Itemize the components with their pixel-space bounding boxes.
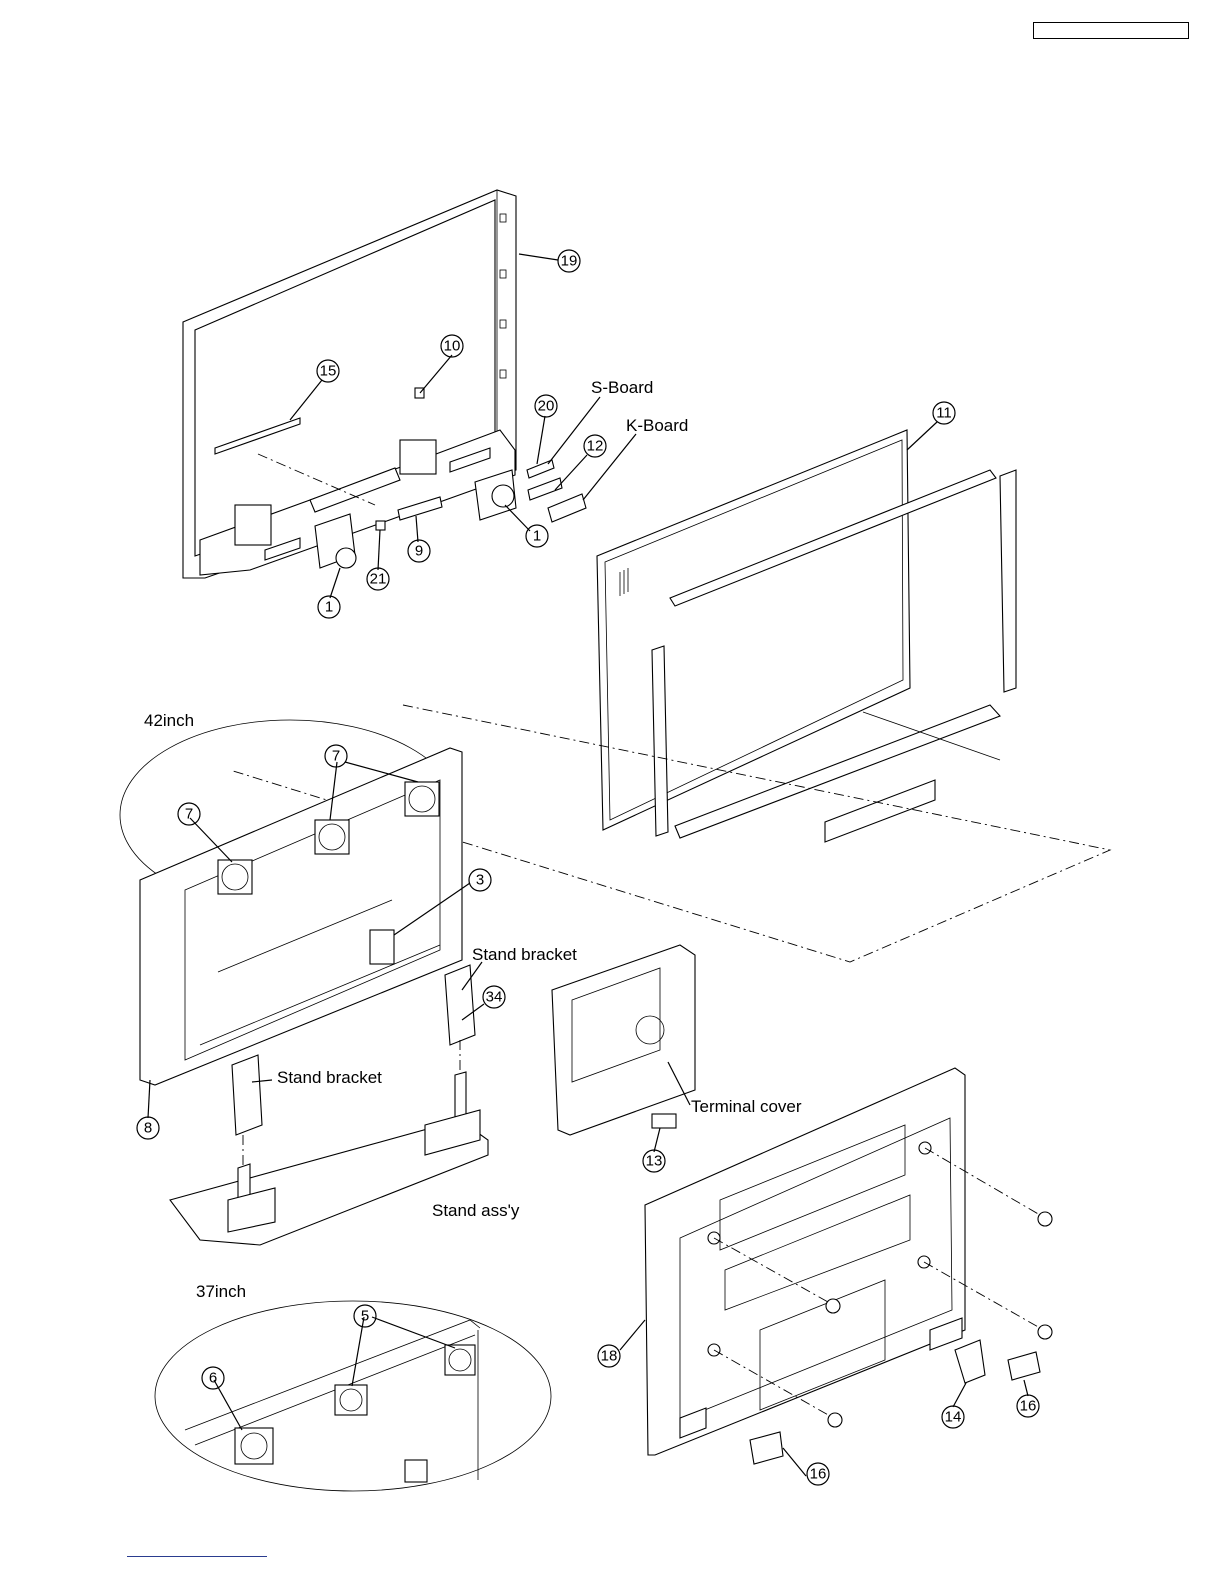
svg-text:18: 18: [601, 1348, 618, 1365]
svg-text:10: 10: [444, 338, 461, 355]
svg-text:12: 12: [587, 438, 604, 455]
part-14: [955, 1340, 985, 1383]
callout-34: 34: [483, 986, 505, 1008]
svg-text:34: 34: [486, 989, 503, 1006]
callout-5: 5: [354, 1305, 376, 1327]
svg-text:16: 16: [810, 1466, 827, 1483]
chassis-frame: [140, 748, 462, 1085]
part-12: [528, 478, 562, 500]
screw-cap-3: [1038, 1325, 1052, 1339]
svg-text:13: 13: [646, 1153, 663, 1170]
terminal-assembly: [552, 945, 695, 1135]
stand-bracket-left: [232, 1055, 262, 1135]
callout-21: 21: [367, 568, 389, 590]
label-terminal-cover: Terminal cover: [691, 1097, 802, 1116]
rear-cover: [645, 1068, 965, 1455]
callout-13: 13: [643, 1150, 665, 1172]
label-s-board: S-Board: [591, 378, 653, 397]
s-board-part: [527, 460, 554, 478]
svg-text:20: 20: [538, 398, 555, 415]
svg-text:8: 8: [144, 1120, 152, 1137]
callout-10: 10: [441, 335, 463, 357]
svg-text:1: 1: [325, 599, 333, 616]
label-stand-bracket-lower: Stand bracket: [277, 1068, 382, 1087]
callout-8: 8: [137, 1117, 159, 1139]
callout-16-left: 16: [807, 1463, 829, 1485]
filter-glass: [597, 430, 910, 830]
stand-bracket-right: [445, 965, 475, 1045]
svg-text:1: 1: [533, 528, 541, 545]
svg-text:16: 16: [1020, 1398, 1037, 1415]
label-k-board: K-Board: [626, 416, 688, 435]
callout-6: 6: [202, 1367, 224, 1389]
svg-text:9: 9: [415, 543, 423, 560]
callout-7-left: 7: [178, 803, 200, 825]
k-board-part: [548, 494, 586, 522]
svg-text:14: 14: [945, 1409, 962, 1426]
callout-14: 14: [942, 1406, 964, 1428]
screw-cap-1: [1038, 1212, 1052, 1226]
svg-text:21: 21: [370, 571, 387, 588]
part-16-right: [1008, 1352, 1040, 1380]
callout-12: 12: [584, 435, 606, 457]
callout-1-left: 1: [318, 596, 340, 618]
svg-text:19: 19: [561, 253, 578, 270]
screw-cap-2: [826, 1299, 840, 1313]
callout-18: 18: [598, 1345, 620, 1367]
callout-7-center: 7: [325, 745, 347, 767]
svg-text:3: 3: [476, 872, 484, 889]
chassis-37-detail: [185, 1320, 480, 1482]
svg-text:11: 11: [936, 405, 952, 422]
part-21: [376, 521, 385, 530]
callout-9: 9: [408, 540, 430, 562]
callout-1-right: 1: [526, 525, 548, 547]
label-stand-assy: Stand ass'y: [432, 1201, 520, 1220]
callout-15: 15: [317, 360, 339, 382]
label-stand-bracket-upper: Stand bracket: [472, 945, 577, 964]
label-42inch: 42inch: [144, 711, 194, 730]
svg-text:6: 6: [209, 1370, 217, 1387]
part-16-left: [750, 1432, 783, 1464]
callout-3: 3: [469, 869, 491, 891]
svg-text:5: 5: [361, 1308, 369, 1325]
callout-20: 20: [535, 395, 557, 417]
callout-16-right: 16: [1017, 1395, 1039, 1417]
svg-text:7: 7: [185, 806, 193, 823]
label-37inch: 37inch: [196, 1282, 246, 1301]
callout-19: 19: [558, 250, 580, 272]
screw-cap-4: [828, 1413, 842, 1427]
callout-11: 11: [933, 402, 955, 424]
svg-text:15: 15: [320, 363, 337, 380]
part-13: [652, 1114, 676, 1128]
svg-text:7: 7: [332, 748, 340, 765]
